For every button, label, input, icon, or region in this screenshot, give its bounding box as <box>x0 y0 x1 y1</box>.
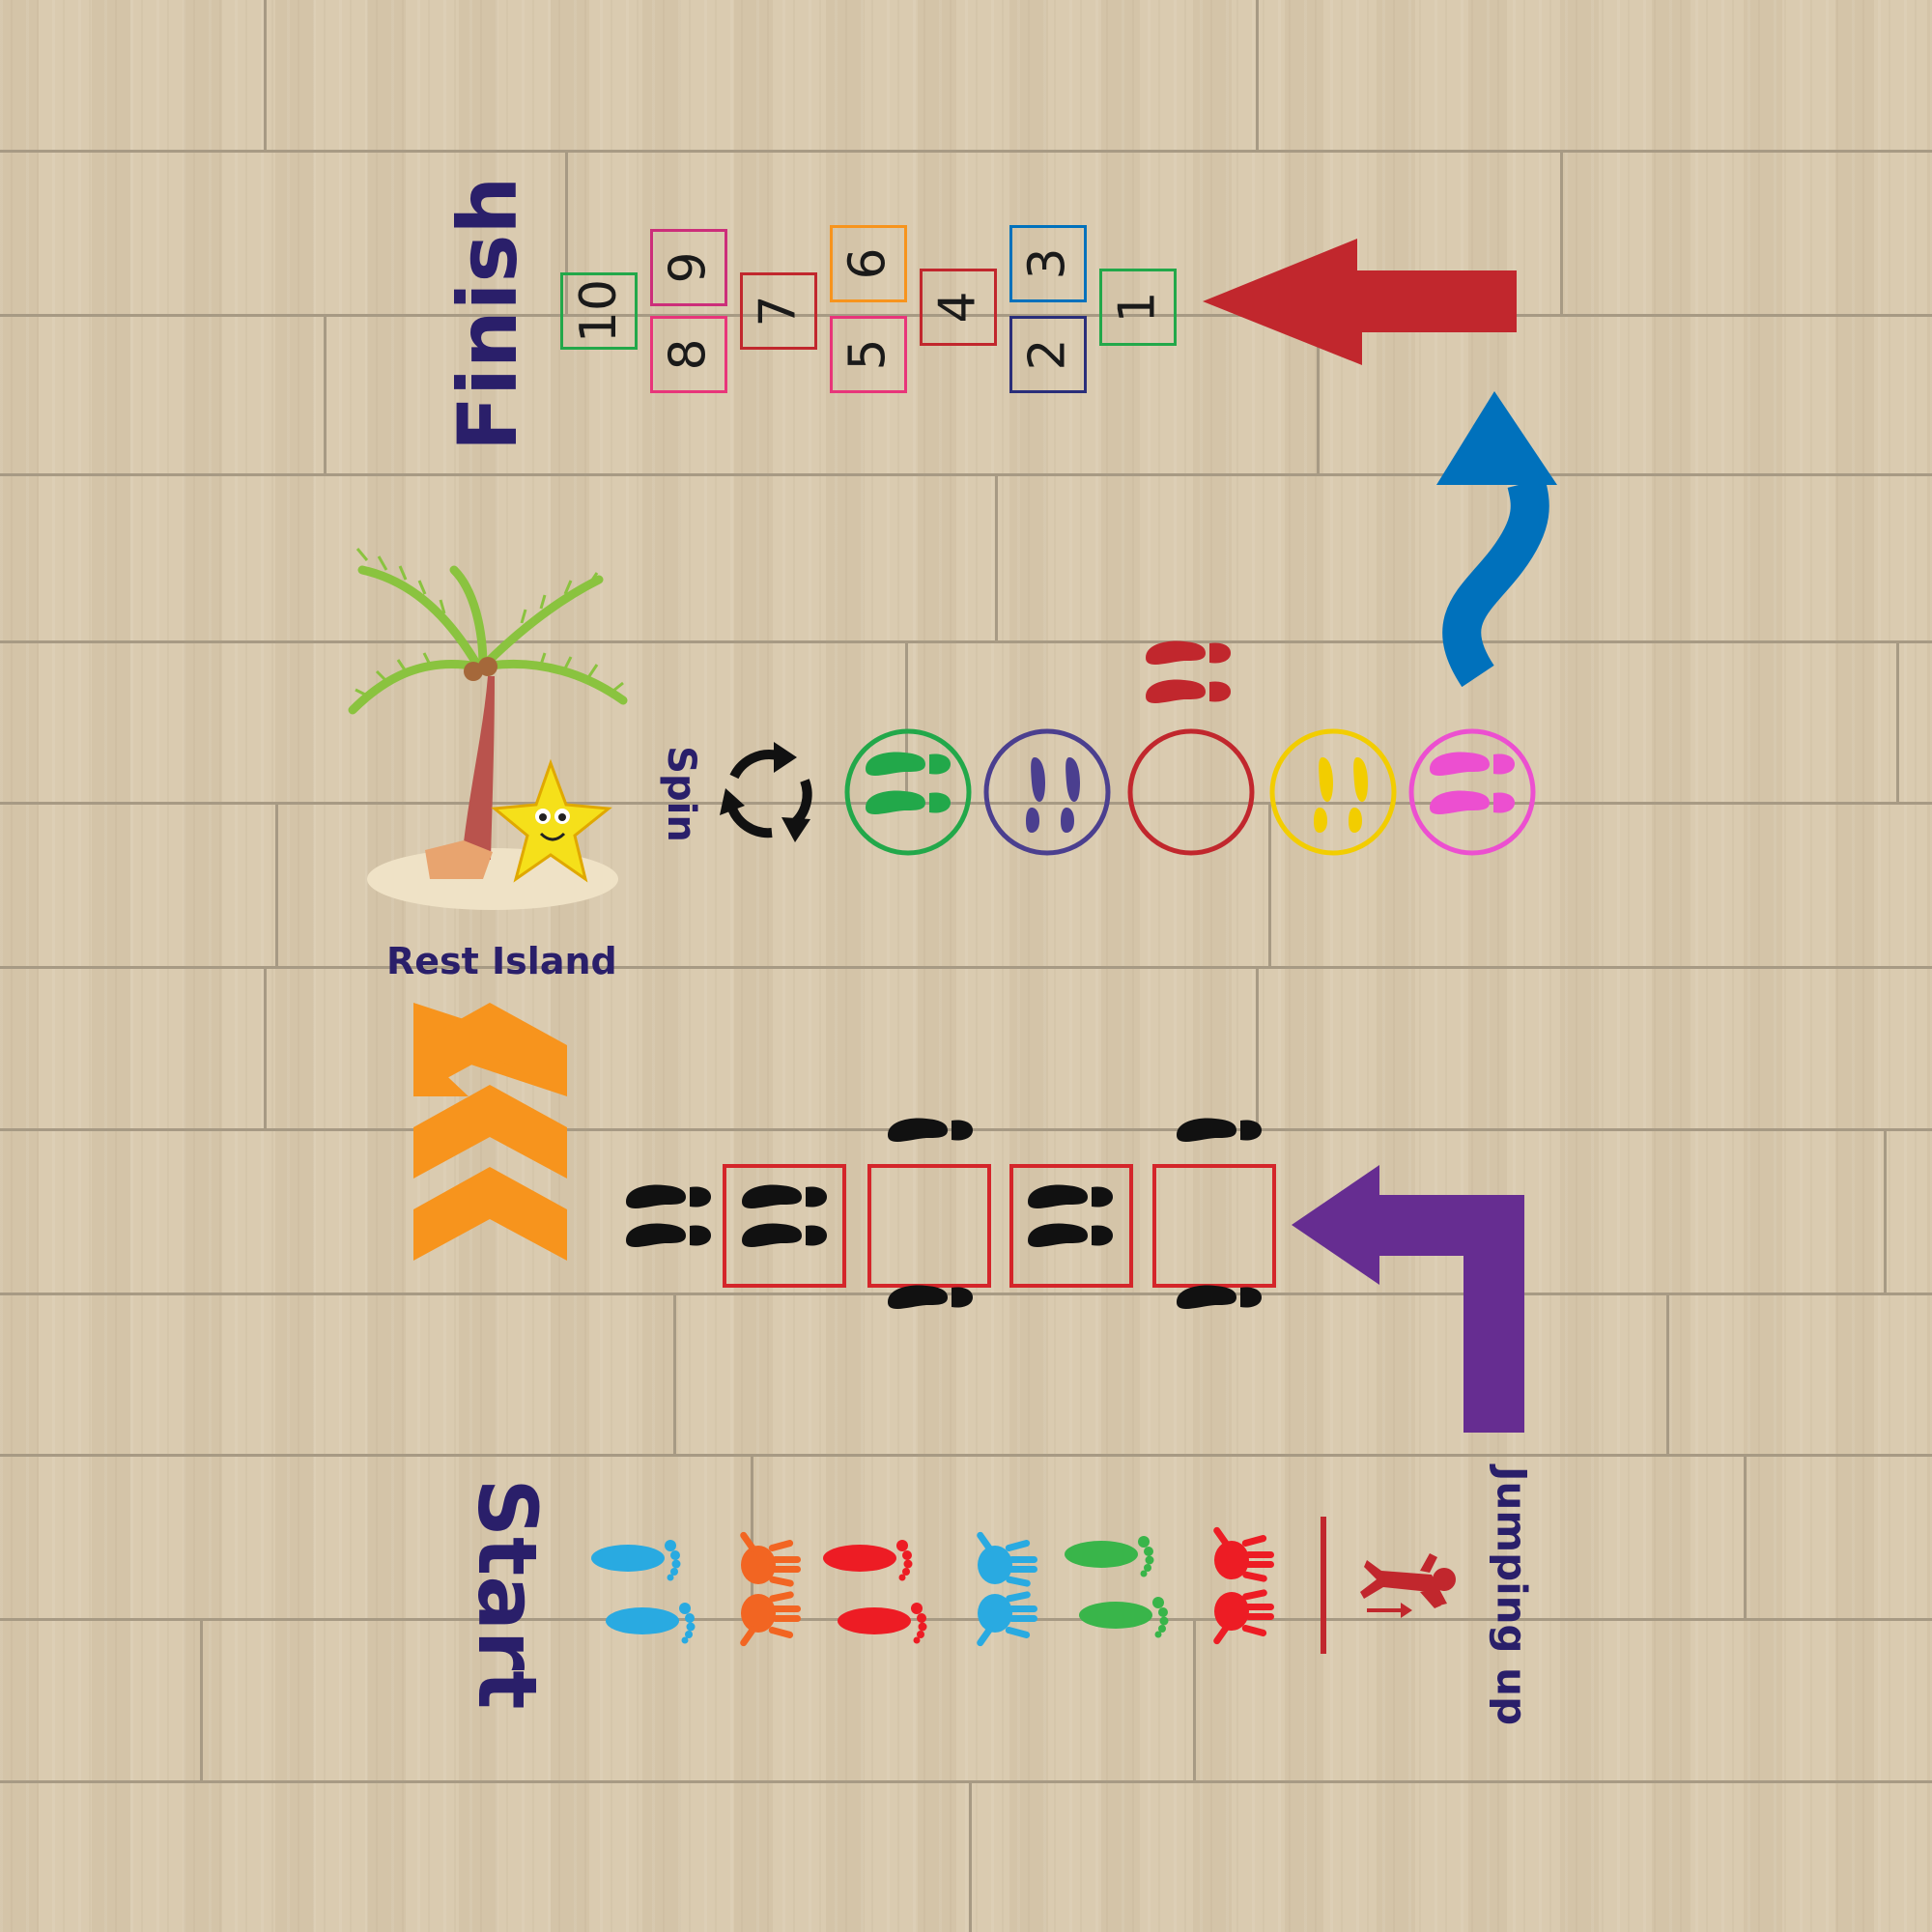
hopscotch-square-3: 3 <box>1009 225 1087 302</box>
plank-seam <box>995 473 998 640</box>
plank-seam <box>1896 640 1899 802</box>
pink-shoe-prints <box>1430 753 1515 814</box>
plank-seam <box>1666 1293 1669 1454</box>
plank-seam <box>751 1454 753 1618</box>
red-shoe-prints <box>1146 641 1231 703</box>
plank-seam <box>0 314 1932 317</box>
pink-circle <box>1408 728 1536 856</box>
plank-seam <box>324 314 327 473</box>
rest-island-label: Rest Island <box>386 940 617 982</box>
blue-curved-arrow <box>1436 391 1557 688</box>
starfish-icon <box>491 758 612 883</box>
hopscotch-square-5: 5 <box>830 316 907 393</box>
green-circle <box>844 728 972 856</box>
purple-circle <box>983 728 1111 856</box>
hopscotch-square-6: 6 <box>830 225 907 302</box>
plank-seam <box>0 966 1932 969</box>
blue-handprints <box>975 1530 1037 1648</box>
plank-seam <box>200 1618 203 1780</box>
purple-arrow <box>1292 1165 1524 1433</box>
blue-footprints <box>591 1540 696 1644</box>
hopscotch-square-7: 7 <box>740 272 817 350</box>
chevron-icon <box>413 1003 567 1261</box>
plank-seam <box>0 640 1932 643</box>
plank-seam <box>1744 1454 1747 1618</box>
plank-seam <box>673 1293 676 1454</box>
jumping-person-icon <box>1321 1517 1456 1654</box>
palm-tree-icon <box>348 548 628 910</box>
plank-seam <box>264 966 267 1128</box>
plank-seam <box>0 473 1932 476</box>
plank-seam <box>1317 314 1320 473</box>
orange-handprints <box>738 1530 801 1648</box>
hopscotch-square-8: 8 <box>650 316 727 393</box>
green-shoe-prints <box>866 753 951 814</box>
plank-seam <box>1193 1618 1196 1780</box>
purple-shoe-prints <box>1026 757 1080 833</box>
plank-seam <box>264 0 267 150</box>
red-circle <box>1127 728 1255 856</box>
hopscotch-square-9: 9 <box>650 229 727 306</box>
green-footprints <box>1065 1536 1169 1638</box>
plank-seam <box>0 1618 1932 1621</box>
hopscotch-square-2: 2 <box>1009 316 1087 393</box>
hopscotch-square-1: 1 <box>1099 269 1177 346</box>
red-handprints <box>1211 1525 1274 1646</box>
plank-seam <box>565 150 568 314</box>
plank-seam <box>0 1780 1932 1783</box>
hopscotch-square-10: 10 <box>560 272 638 350</box>
plank-seam <box>1560 150 1563 314</box>
yellow-shoe-prints <box>1314 757 1368 833</box>
plank-seam <box>1256 0 1259 150</box>
red-footprints <box>823 1540 927 1644</box>
plank-seam <box>275 802 278 966</box>
plank-seam <box>1884 1128 1887 1293</box>
red-arrow <box>1203 239 1517 365</box>
shoe-prints-black <box>626 1118 1262 1309</box>
plank-seam <box>0 150 1932 153</box>
yellow-circle <box>1269 728 1397 856</box>
plank-seam <box>905 640 908 802</box>
hopscotch-square-4: 4 <box>920 269 997 346</box>
plank-seam <box>1256 966 1259 1128</box>
spin-cycle-icon <box>720 742 812 842</box>
plank-seam <box>1268 802 1271 966</box>
plank-seam <box>969 1780 972 1932</box>
plank-seam <box>0 1454 1932 1457</box>
